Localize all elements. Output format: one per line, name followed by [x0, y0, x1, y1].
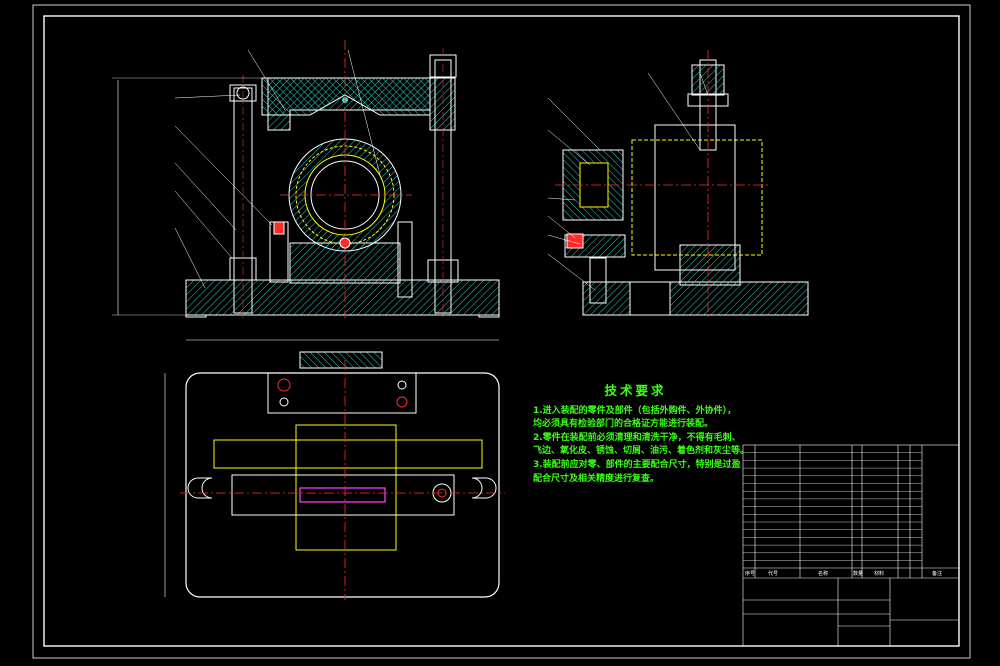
front-view — [112, 40, 500, 341]
side-base-plate — [582, 281, 809, 316]
leader-7 — [347, 49, 381, 176]
requirement-line-4: 飞边、氧化皮、锈蚀、切屑、油污、着色剂和灰尘等。 — [533, 446, 750, 457]
top-center-bar — [231, 474, 455, 516]
front-top-clamp — [261, 77, 431, 116]
top-view — [164, 351, 505, 600]
top-screw-right — [397, 380, 407, 390]
leader-6 — [247, 49, 286, 111]
side-bolt-head — [566, 233, 584, 249]
front-base-foot-left — [185, 314, 207, 318]
side-leader-6 — [547, 253, 596, 291]
front-inner-guide-right — [397, 221, 413, 298]
top-workpiece — [213, 439, 483, 469]
requirement-line-1: 1.进入装配的零件及部件（包括外购件、外协件）， — [533, 405, 737, 416]
front-base-foot-right — [478, 314, 500, 318]
header-material: 材料 — [874, 571, 885, 577]
header-qty: 数量 — [853, 571, 864, 577]
leader-4 — [174, 125, 273, 226]
side-leader-1 — [547, 97, 601, 151]
side-support-block — [679, 244, 741, 286]
side-leader-2 — [547, 129, 591, 166]
side-leader-3 — [547, 197, 576, 201]
top-screw-right-2 — [396, 396, 408, 408]
side-leader-8 — [699, 72, 709, 96]
leader-5 — [174, 94, 241, 99]
front-left-nut-top — [229, 84, 257, 102]
header-name: 名称 — [818, 571, 829, 577]
title-block — [742, 444, 960, 647]
leader-1 — [174, 227, 206, 289]
requirement-line-3: 2.零件在装配前必须清理和清洗干净，不得有毛刺、 — [533, 432, 741, 443]
top-highlight-part — [299, 487, 386, 503]
header-note: 备注 — [932, 571, 943, 577]
parts-list-rows — [743, 452, 922, 561]
top-clamp-bar — [267, 372, 417, 414]
front-inner-guide-left-pin — [273, 221, 285, 235]
top-right-slot — [471, 477, 497, 499]
top-screw-left — [277, 378, 291, 392]
technical-requirements-title: 技术要求 — [604, 383, 667, 398]
top-knurled-knob — [299, 351, 383, 369]
leader-3 — [174, 162, 237, 231]
side-leader-5 — [547, 234, 581, 245]
inner-border — [43, 15, 960, 647]
top-screw-left-2 — [279, 397, 289, 407]
header-seq: 序号 — [745, 571, 756, 577]
side-leader-4 — [547, 215, 576, 239]
outer-border — [32, 4, 971, 659]
requirement-line-2: 均必须具有检验部门的合格证方能进行装配。 — [533, 419, 714, 430]
technical-requirements: 技术要求 1.进入装配的零件及部件（包括外购件、外协件）， 均必须具有检验部门的… — [533, 383, 750, 486]
side-bolt — [589, 257, 607, 304]
side-workpiece-outline — [654, 124, 736, 271]
title-block-frame — [742, 444, 960, 647]
top-left-slot — [187, 477, 213, 499]
leader-2 — [174, 190, 233, 259]
requirement-line-6: 配合尺寸及相关精度进行复查。 — [533, 473, 660, 484]
side-view — [547, 50, 809, 318]
top-base-plate — [185, 372, 500, 598]
side-base-cutout — [629, 281, 671, 316]
header-code: 代号 — [768, 571, 779, 577]
top-workpiece-body — [295, 424, 397, 551]
front-base-plate — [185, 279, 500, 316]
requirement-line-5: 3.装配前应对零、部件的主要配合尺寸，特别是过盈 — [533, 459, 741, 470]
side-workpiece — [631, 139, 763, 256]
side-leader-7 — [647, 72, 701, 151]
